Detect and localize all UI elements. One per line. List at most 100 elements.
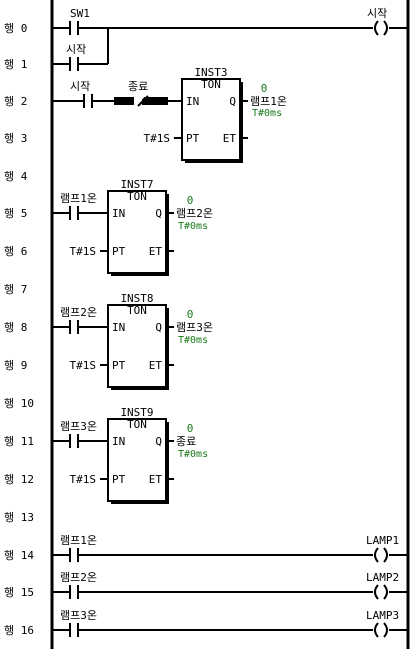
rung-16[interactable]: 램프3온 LAMP3 [52,609,408,638]
timer-instance-label: INST7 [120,178,153,191]
timer-pt-pin: PT [112,245,126,258]
timer-q-variable: 램프1온 [250,95,287,108]
timer-in-pin: IN [112,207,125,220]
timer-q-variable: 종료 [176,435,196,448]
row-label-0: 행 0 [4,22,27,35]
row-label-2: 행 2 [4,95,27,108]
contact-start-r2-label: 시작 [70,80,90,93]
timer-preset-value: T#1S [70,359,97,372]
contact-lamp3on-r11-label: 램프3온 [60,420,97,433]
timer-instance-label: INST8 [120,292,153,305]
row-label-10: 행 10 [4,397,34,410]
timer-pt-pin: PT [112,359,126,372]
contact-lamp2on-r15[interactable]: 램프2온 [60,571,97,599]
contact-lamp1on-r5-label: 램프1온 [60,192,97,205]
rung-5[interactable]: 램프1온 [52,192,108,220]
timer-q-monitor-value: 0 [261,82,268,95]
contact-stop-nc-label: 종료 [128,80,148,93]
rung-1-latch[interactable]: 시작 [52,28,109,71]
row-label-4: 행 4 [4,170,28,183]
contact-lamp3on-r11[interactable]: 램프3온 [60,420,97,448]
timer-in-pin: IN [186,95,199,108]
coil-lamp3[interactable]: LAMP3 [366,609,399,638]
timer-in-pin: IN [112,321,125,334]
timer-q-pin: Q [155,207,162,220]
rung-14[interactable]: 램프1온 LAMP1 [52,534,408,563]
row-label-7: 행 7 [4,283,27,296]
coil-lamp1[interactable]: LAMP1 [366,534,399,563]
timer-type-label: TON [127,418,147,431]
timer-block-body [107,304,167,388]
row-label-12: 행 12 [4,473,34,486]
timer-et-pin: ET [223,132,237,145]
row-label-5: 행 5 [4,207,27,220]
contact-stop-nc[interactable]: 종료 [114,80,168,107]
row-label-15: 행 15 [4,586,34,599]
timer-et-pin: ET [149,359,163,372]
timer-q-monitor-value: 0 [187,194,194,207]
timer-q-pin: Q [155,435,162,448]
timer-in-pin: IN [112,435,125,448]
timer-preset-value: T#1S [70,473,97,486]
rung-11[interactable]: 램프3온 [52,420,108,448]
coil-lamp2[interactable]: LAMP2 [366,571,399,600]
contact-lamp1on-r5[interactable]: 램프1온 [60,192,97,220]
timer-q-monitor-value: 0 [187,308,194,321]
timer-instance-label: INST9 [120,406,153,419]
contact-sw1[interactable]: SW1 [69,7,90,35]
timer-block-body [107,190,167,274]
contact-start-latch[interactable]: 시작 [66,43,86,71]
contact-lamp1on-r14[interactable]: 램프1온 [60,534,97,562]
row-label-1: 행 1 [4,58,27,71]
rung-8[interactable]: 램프2온 [52,306,108,334]
contact-lamp3on-r16[interactable]: 램프3온 [60,609,97,637]
timer-et-monitor-value: T#0ms [178,449,208,460]
timer-type-label: TON [127,190,147,203]
timer-type-label: TON [201,78,221,91]
timer-type-label: TON [127,304,147,317]
row-labels: 행 0행 1행 2행 3행 4행 5행 6행 7행 8행 9행 10행 11행 … [4,22,34,637]
contact-lamp1on-r14-label: 램프1온 [60,534,97,547]
timer-instance-label: INST3 [194,66,227,79]
row-label-9: 행 9 [4,359,27,372]
contact-lamp2on-r8-label: 램프2온 [60,306,97,319]
rung-0[interactable]: SW1 시작 [52,7,408,36]
row-label-13: 행 13 [4,511,34,524]
contact-start-latch-label: 시작 [66,43,86,56]
coil-start-label: 시작 [367,7,387,20]
coil-lamp2-label: LAMP2 [366,571,399,584]
coil-start[interactable]: 시작 [367,7,388,36]
timer-preset-value: T#1S [144,132,171,145]
timer-q-variable: 램프3온 [176,321,213,334]
contact-lamp2on-r8[interactable]: 램프2온 [60,306,97,334]
timer-q-monitor-value: 0 [187,422,194,435]
timer-et-pin: ET [149,245,163,258]
rung-15[interactable]: 램프2온 LAMP2 [52,571,408,600]
contact-lamp3on-r16-label: 램프3온 [60,609,97,622]
row-label-6: 행 6 [4,245,27,258]
timer-et-monitor-value: T#0ms [252,108,282,119]
timer-q-pin: Q [229,95,236,108]
timer-pt-pin: PT [186,132,200,145]
timer-et-monitor-value: T#0ms [178,335,208,346]
timer-preset-value: T#1S [70,245,97,258]
contact-start-r2[interactable]: 시작 [70,80,93,108]
contact-lamp2on-r15-label: 램프2온 [60,571,97,584]
timer-q-variable: 램프2온 [176,207,213,220]
contact-sw1-label: SW1 [70,7,90,20]
timer-pt-pin: PT [112,473,126,486]
row-label-16: 행 16 [4,624,34,637]
rung-2[interactable]: 시작 종료 [52,80,182,108]
row-label-11: 행 11 [4,435,34,448]
timer-block-body [181,78,241,161]
row-label-14: 행 14 [4,549,34,562]
row-label-8: 행 8 [4,321,27,334]
timer-et-monitor-value: T#0ms [178,221,208,232]
timer-q-pin: Q [155,321,162,334]
timer-block-body [107,418,167,502]
